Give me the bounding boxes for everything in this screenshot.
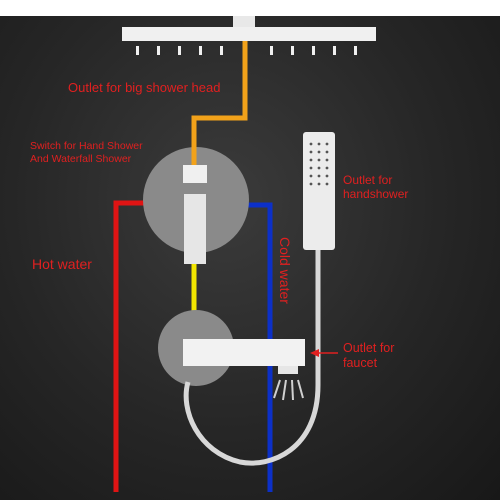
faucet-outlet-label: Outlet for faucet (343, 341, 394, 371)
big-shower-outlet-label: Outlet for big shower head (68, 80, 221, 95)
diverter-switch-label-line1: Switch for Hand Shower (30, 140, 143, 152)
handshower-outlet-label-line2: handshower (343, 187, 409, 201)
hot-water-label: Hot water (32, 256, 92, 272)
faucet-outlet-label-line2: faucet (343, 356, 378, 370)
big-shower-head-icon (122, 16, 376, 55)
handshower-outlet-label: Outlet for handshower (343, 173, 408, 201)
faucet-spray-icon (273, 379, 304, 401)
hand-shower-icon (303, 132, 335, 250)
cold-water-label: Cold water (277, 237, 293, 304)
diverter-switch-label: Switch for Hand Shower And Waterfall Sho… (30, 140, 143, 166)
cold-water-pipe (243, 202, 273, 492)
faucet-outlet-label-line1: Outlet for (343, 341, 395, 355)
diverter-switch-knob (183, 165, 207, 183)
hand-shower-hose (183, 246, 321, 466)
hot-water-pipe (113, 200, 145, 492)
faucet-arrow-icon (310, 349, 338, 357)
big-shower-pipe (191, 40, 248, 165)
faucet-spout-cap (278, 366, 298, 374)
diverter-switch-label-line2: And Waterfall Shower (30, 153, 132, 165)
diverter-switch-lever (184, 194, 206, 264)
handshower-outlet-label-line1: Outlet for (343, 173, 393, 187)
faucet-spout (183, 339, 305, 366)
